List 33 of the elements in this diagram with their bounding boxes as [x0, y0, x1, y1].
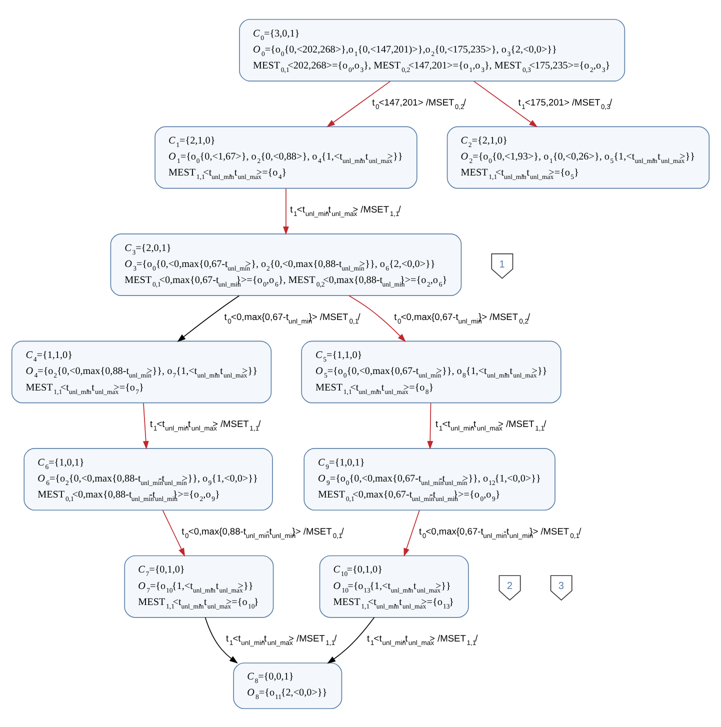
arrow: [177, 294, 240, 342]
node-box: C$_{1}$={2,1,0} O$_{1}$={o$_{0}${0,<1,67>}, o$_{2}${0,<0,88>}, o$_{4}${1,<t$_{unl_min}$, t$_{unl_max}$>}} MEST$_{1,1}$<t$_{unl_min}$, t$_{unl_max}$>={o$_{4}$}: [154, 126, 418, 188]
arrow: [474, 80, 538, 127]
edge-label: t$_{0}$<0,max{0,67-t$_{unl_min}$}> /MSET$_{0,1}$/: [224, 311, 360, 325]
edge-label: t$_{1}$<t$_{unl_min}$,t$_{unl_max}$> /MSET$_{1,1}$/: [226, 633, 337, 647]
arrow: [204, 616, 238, 664]
node-box: C$_{2}$={2,1,0} O$_{2}$={o$_{0}${0,<1,93>}, o$_{1}${0,<0,26>}, o$_{5}${1,<t$_{unl_min}$, t$_{unl_max}$>}} MEST$_{1,1}$<t$_{unl_min}$, t$_{unl_max}$>={o$_{5}$}: [446, 126, 710, 188]
arrow: [162, 509, 185, 556]
node-box: C$_{3}$={2,0,1} O$_{3}$={o$_{0}${0,<0,max{0,67-t$_{unl_min}$>}, o$_{2}${0,<0,max{0,88-t$_{unl_min}$>}}, o$_{6}${2,<0,0>}} MEST$_{0,1}$<0,max{0,67-t$_{unl_min}$}>={o$_{0}$,o$_{6}$}, MEST$_{0,2}$<0,max{0,88-t$_{unl_min}$}>={o$_{2}$,o$_{6}$}: [110, 233, 462, 296]
arrow: [283, 188, 289, 234]
edge-label: t$_{0}$<0,max{0,67-t$_{unl_min}$-t$_{unl_min}$}> /MSET$_{0,1}$/: [418, 526, 582, 540]
arrow: [348, 294, 406, 342]
arrow: [427, 402, 434, 449]
node-box: C$_{0}$={3,0,1} O$_{0}$={o$_{0}${0,<202,268>},o$_{1}${0,<147,201)>},o$_{2}${0,<175,235>}, o$_{3}${2,<0,0>}} MEST$_{0,1}$<202,268>={o$_{0}$,o$_{3}$}, MEST$_{0,2}$<147,201>={o$_{1}$,o$_{3}$}, MEST$_{0,3}$<175,235>={o$_{2}$,o$_{3}$}: [239, 18, 626, 81]
node-box: C$_{10}$={0,1,0} O$_{10}$={o$_{13}${1,<t$_{unl_min}$, t$_{unl_max}$>}} MEST$_{1,1}$<t$_{unl_min}$, t$_{unl_max}$>={o$_{13}$}: [319, 554, 469, 618]
node-box: C$_{7}$={0,1,0} O$_{7}$={o$_{10}${1,<t$_{unl_min}$, t$_{unl_max}$>}} MEST$_{1,1}$<t$_{unl_min}$, t$_{unl_max}$>={o$_{10}$}: [124, 554, 274, 618]
edge-label: t$_{0}$<147,201> /MSET$_{0,2}$/: [372, 96, 466, 110]
arrow: [404, 509, 420, 556]
node-box: C$_{9}$={1,0,1} O$_{9}$={o$_{0}${0,<0,max{0,67-t$_{unl_min}$-t$_{unl_min}$>}}, o$_{12}${1,<0,0>}} MEST$_{0,1}$<0,max{0,67-t$_{unl_min}$-t$_{unl_min}$}>={o$_{0}$,o$_{9}$}: [304, 448, 556, 510]
arrow: [327, 616, 375, 664]
edge-label: t$_{1}$<175,201> /MSET$_{0,3}$/: [518, 96, 612, 110]
node-box: C$_{6}$={1,0,1} O$_{6}$={o$_{2}${0,<0,max{0,88-t$_{unl_min}$-t$_{unl_min}$>}}, o$_{9}${1,<0,0>}} MEST$_{0,1}$<0,max{0,88-t$_{unl_min}$-t$_{unl_min}$}>={o$_{2}$,o$_{9}$}: [24, 448, 273, 510]
edge-label: t$_{1}$<t$_{unl_min}$,t$_{unl_max}$> /MSET$_{1,1}$/: [150, 418, 261, 432]
arrow: [142, 402, 149, 449]
node-box: C$_{8}$={0,0,1} O$_{8}$={o$_{11}${2,<0,0>}}: [233, 662, 342, 709]
edge-label: t$_{0}$<0,max{0,67-t$_{unl_min}$}> /MSET$_{0,2}$/: [394, 311, 530, 325]
edge-label: t$_{1}$<t$_{unl_min}$,t$_{unl_max}$> /MSET$_{1,1}$/: [435, 418, 546, 432]
edge-label: t$_{1}$<t$_{unl_min}$,t$_{unl_max}$> /MSET$_{1,1}$/: [367, 633, 478, 647]
edge-label: t$_{1}$<t$_{unl_min}$,t$_{unl_max}$> /MSET$_{1,1}$/: [290, 204, 401, 218]
node-box: C$_{4}$={1,1,0} O$_{4}$={o$_{2}${0,<0,max{0,88-t$_{unl_min}$>}}, o$_{7}${1,<t$_{unl_min}$, t$_{unl_max}$>}} MEST$_{1,1}$<t$_{unl_min}$, t$_{unl_max}$>={o$_{7}$}: [11, 340, 272, 403]
arrow: [326, 80, 391, 127]
node-box: C$_{5}$={1,1,0} O$_{5}$={o$_{0}${0,<0,max{0,67-t$_{unl_min}$>}}, o$_{8}${1,<t$_{unl_min}$, t$_{unl_max}$>}} MEST$_{1,1}$<t$_{unl_min}$, t$_{unl_max}$>={o$_{8}$}: [301, 340, 562, 403]
edge-label: t$_{0}$<0,max{0,88-t$_{unl_min}$-t$_{unl_min}$}> /MSET$_{0,1}$/: [182, 526, 344, 540]
